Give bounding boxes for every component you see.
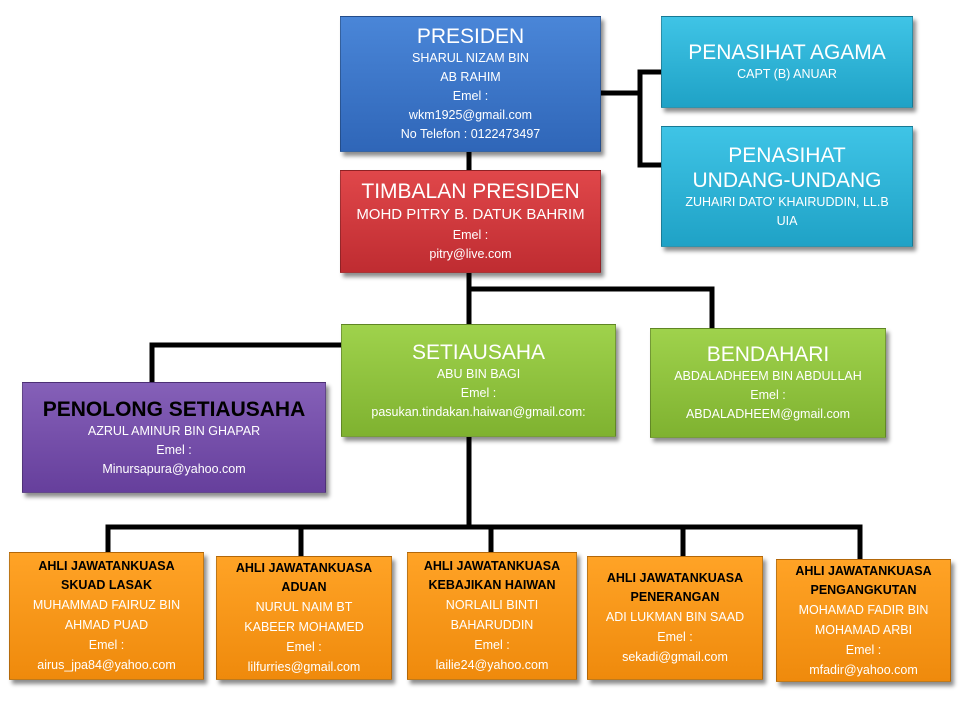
node-title: KEBAJIKAN HAIWAN — [428, 578, 556, 592]
node-bendahari: BENDAHARI ABDALADHEEM BIN ABDULLAH Emel … — [650, 328, 886, 438]
node-line: NURUL NAIM BT — [255, 600, 353, 614]
node-line: Minursapura@yahoo.com — [102, 461, 246, 476]
node-ajk-aduan: AHLI JAWATANKUASA ADUAN NURUL NAIM BT KA… — [216, 556, 392, 680]
node-line: airus_jpa84@yahoo.com — [37, 658, 176, 672]
node-line: Emel : — [845, 642, 882, 657]
node-line: MUHAMMAD FAIRUZ BIN — [32, 598, 181, 612]
node-title: TIMBALAN PRESIDEN — [361, 180, 580, 203]
node-penasihat-undang-undang: PENASIHAT UNDANG-UNDANG ZUHAIRI DATO' KH… — [661, 126, 913, 247]
node-line: No Telefon : 0122473497 — [400, 127, 541, 141]
node-line: Emel : — [750, 388, 786, 402]
node-title: PENGANGKUTAN — [810, 582, 917, 597]
node-title: BENDAHARI — [706, 343, 830, 366]
node-line: ABDALADHEEM BIN ABDULLAH — [674, 369, 862, 383]
node-line: MOHAMAD FADIR BIN — [798, 602, 929, 617]
node-title: AHLI JAWATANKUASA — [795, 563, 932, 578]
node-title: PENERANGAN — [630, 590, 720, 604]
node-line: Emel : — [460, 385, 497, 400]
node-line: ADI LUKMAN BIN SAAD — [605, 610, 745, 624]
node-title: AHLI JAWATANKUASA — [38, 559, 175, 573]
node-line: Emel : — [88, 638, 125, 652]
node-title: AHLI JAWATANKUASA — [235, 561, 373, 575]
node-line: Emel : — [657, 630, 693, 644]
node-line: pitry@live.com — [429, 247, 512, 261]
node-timbalan-presiden: TIMBALAN PRESIDEN MOHD PITRY B. DATUK BA… — [340, 170, 601, 273]
node-title: PENOLONG SETIAUSAHA — [42, 397, 306, 421]
node-title: AHLI JAWATANKUASA — [423, 559, 561, 573]
node-line: UIA — [776, 213, 798, 228]
node-line: wkm1925@gmail.com — [408, 108, 533, 122]
node-line: ABU BIN BAGI — [436, 366, 521, 381]
node-line: pasukan.tindakan.haiwan@gmail.com: — [371, 404, 586, 419]
node-title: PENASIHAT — [728, 143, 846, 167]
node-line: ZUHAIRI DATO' KHAIRUDDIN, LL.B — [685, 194, 889, 209]
node-line: Emel : — [156, 442, 192, 457]
node-ajk-skuad-lasak: AHLI JAWATANKUASA SKUAD LASAK MUHAMMAD F… — [9, 552, 204, 680]
node-line: CAPT (B) ANUAR — [737, 67, 837, 81]
node-line: ABDALADHEEM@gmail.com — [685, 407, 851, 421]
node-title: PRESIDEN — [416, 25, 525, 48]
node-line: sekadi@gmail.com — [622, 650, 728, 664]
node-line: AHMAD PUAD — [64, 618, 149, 632]
node-line: AZRUL AMINUR BIN GHAPAR — [87, 423, 261, 438]
node-penasihat-agama: PENASIHAT AGAMA CAPT (B) ANUAR — [661, 16, 913, 108]
node-line: lailie24@yahoo.com — [435, 658, 549, 672]
node-ajk-pengangkutan: AHLI JAWATANKUASA PENGANGKUTAN MOHAMAD F… — [776, 559, 951, 682]
node-line: Emel : — [286, 640, 322, 654]
node-title: AHLI JAWATANKUASA — [606, 571, 744, 585]
node-ajk-kebajikan-haiwan: AHLI JAWATANKUASA KEBAJIKAN HAIWAN NORLA… — [407, 552, 577, 680]
node-ajk-penerangan: AHLI JAWATANKUASA PENERANGAN ADI LUKMAN … — [587, 556, 763, 680]
node-line: BAHARUDDIN — [450, 618, 534, 632]
node-presiden: PRESIDEN SHARUL NIZAM BIN AB RAHIM Emel … — [340, 16, 601, 152]
node-setiausaha: SETIAUSAHA ABU BIN BAGI Emel : pasukan.t… — [341, 324, 616, 437]
node-title: UNDANG-UNDANG — [692, 168, 882, 192]
node-title: SETIAUSAHA — [411, 340, 546, 364]
node-line: Emel : — [452, 89, 489, 103]
node-line: Emel : — [474, 638, 510, 652]
node-line: AB RAHIM — [440, 70, 501, 84]
node-title: SKUAD LASAK — [61, 578, 152, 592]
node-penolong-setiausaha: PENOLONG SETIAUSAHA AZRUL AMINUR BIN GHA… — [22, 382, 326, 493]
node-line: KABEER MOHAMED — [244, 620, 364, 634]
node-line: Emel : — [452, 228, 489, 242]
node-title: PENASIHAT AGAMA — [688, 41, 886, 64]
node-line: NORLAILI BINTI — [445, 598, 539, 612]
node-title: ADUAN — [281, 580, 327, 594]
node-line: MOHD PITRY B. DATUK BAHRIM — [356, 206, 585, 223]
node-line: lilfurries@gmail.com — [247, 660, 361, 674]
node-line: MOHAMAD ARBI — [814, 622, 913, 637]
node-line: mfadir@yahoo.com — [809, 662, 918, 677]
node-line: SHARUL NIZAM BIN — [412, 51, 529, 65]
